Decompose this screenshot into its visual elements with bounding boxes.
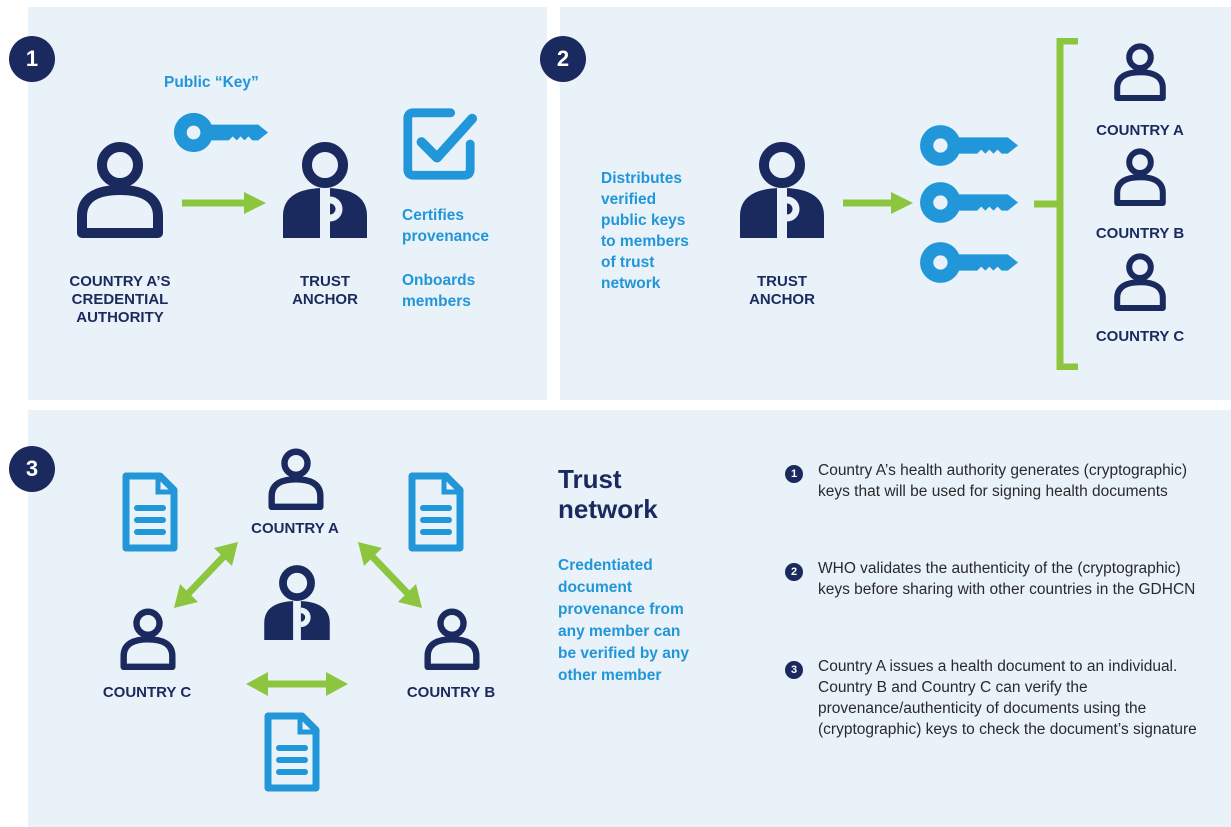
double-arrow-icon xyxy=(246,672,348,696)
onboards-members-label: Onboards members xyxy=(402,272,476,310)
person-icon xyxy=(70,138,170,238)
trust-anchor-icon xyxy=(275,138,375,238)
legend-badge-1: 1 xyxy=(785,465,803,483)
bracket-connector xyxy=(1034,38,1078,370)
legend-item-2: WHO validates the authenticity of the (c… xyxy=(818,560,1196,598)
certifies-provenance-label: Certifies provenance xyxy=(402,207,490,245)
document-icon xyxy=(262,712,322,792)
double-arrow-icon xyxy=(358,542,422,608)
legend-item-3: Country A issues a health document to an… xyxy=(818,658,1197,738)
trust-anchor-icon xyxy=(258,562,336,640)
person-icon xyxy=(1110,40,1170,102)
step-badge-2: 2 xyxy=(540,36,586,82)
person-icon xyxy=(420,606,484,670)
step-badge-1: 1 xyxy=(9,36,55,82)
step-badge-3: 3 xyxy=(9,446,55,492)
trust-network-title: Trust network xyxy=(558,464,658,524)
key-icon xyxy=(172,108,270,157)
checkbox-icon xyxy=(400,105,478,183)
person-icon xyxy=(264,446,328,510)
public-key-label: Public “Key” xyxy=(164,74,259,91)
legend-badge-3: 3 xyxy=(785,661,803,679)
panel-3 xyxy=(28,410,1231,827)
person-icon xyxy=(1110,145,1170,207)
legend-badge-2: 2 xyxy=(785,563,803,581)
key-icon xyxy=(918,120,1020,171)
legend-item-1: Country A’s health authority generates (… xyxy=(818,462,1188,500)
credential-authority-label: COUNTRY A’S CREDENTIAL AUTHORITY xyxy=(69,273,171,326)
country-a-label: COUNTRY A xyxy=(251,520,339,537)
double-arrow-icon xyxy=(174,542,238,608)
trust-network-subtitle: Credentiated document provenance from an… xyxy=(558,557,689,684)
distributes-label: Distributes verified public keys to memb… xyxy=(601,170,689,292)
country-c-label: COUNTRY C xyxy=(102,684,192,701)
arrow-right-icon xyxy=(843,192,913,214)
trust-anchor-label: TRUST ANCHOR xyxy=(749,273,815,308)
arrow-right-icon xyxy=(182,192,266,214)
person-icon xyxy=(1110,250,1170,312)
country-b-label: COUNTRY B xyxy=(406,684,496,701)
key-icon xyxy=(918,237,1020,288)
person-icon xyxy=(116,606,180,670)
country-b-label: COUNTRY B xyxy=(1095,225,1185,242)
country-c-label: COUNTRY C xyxy=(1095,328,1185,345)
trust-anchor-icon xyxy=(732,138,832,238)
trust-anchor-label: TRUST ANCHOR xyxy=(292,273,358,308)
country-a-label: COUNTRY A xyxy=(1096,122,1184,139)
key-icon xyxy=(918,177,1020,228)
